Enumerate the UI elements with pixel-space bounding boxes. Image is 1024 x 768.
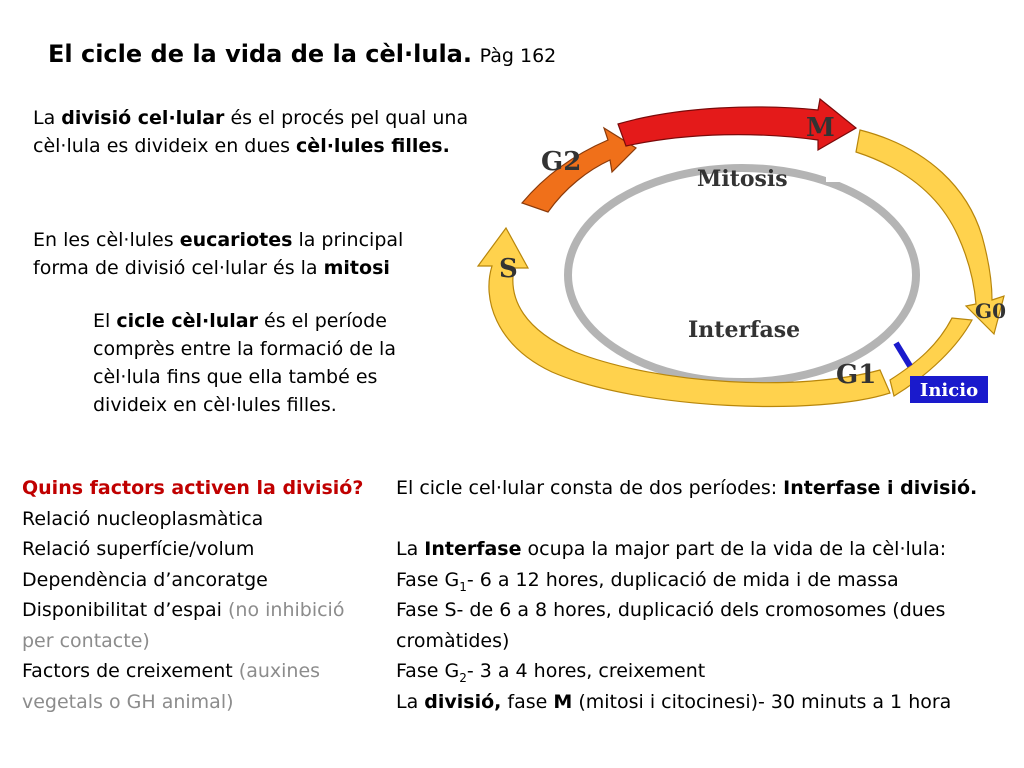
- eukaryotes-text-run: En les cèl·lules: [33, 229, 180, 251]
- phase-m-arrow: [617, 97, 858, 152]
- title-main: El cicle de la vida de la cèl·lula.: [48, 40, 472, 68]
- phase-s-line: Fase S- de 6 a 8 hores, duplicació dels …: [396, 599, 946, 652]
- cycle-intro-text: El cicle cel·lular consta de dos període…: [396, 477, 784, 499]
- interfase-post: ocupa la major part de la vida de la cèl…: [521, 538, 947, 560]
- eukaryotes-text-run: eucariotes: [179, 229, 293, 251]
- g2-post: - 3 a 4 hores, creixement: [466, 660, 706, 682]
- g1-post: - 6 a 12 hores, duplicació de mida i de …: [466, 568, 899, 591]
- label-inicio: Inicio: [920, 380, 978, 401]
- cycle-intro-bold: Interfase i divisió.: [783, 477, 978, 499]
- factor-item-label: Factors de creixement: [22, 660, 239, 682]
- factor-item-label: Disponibilitat d’espai: [22, 599, 229, 621]
- factor-item: Disponibilitat d’espai (no inhibició per…: [22, 595, 377, 656]
- phase-g1-s-arc: [476, 226, 891, 408]
- label-g2: G2: [541, 147, 581, 177]
- g1-pre: Fase G: [396, 568, 460, 591]
- factor-item-label: Dependència d’ancoratge: [22, 568, 268, 591]
- label-s: S: [499, 254, 518, 284]
- g2-sub: 2: [459, 670, 467, 685]
- factor-item-note: (auxines vegetals o GH animal): [22, 660, 321, 713]
- factors-question: Quins factors activen la divisió?: [22, 477, 364, 499]
- division-text-run: divisió cel·lular: [61, 107, 225, 129]
- label-mitosis: Mitosis: [697, 166, 788, 192]
- factor-item: Relació superfície/volum: [22, 534, 377, 565]
- label-g0: G0: [975, 299, 1006, 323]
- page-title: El cicle de la vida de la cèl·lula. Pàg …: [48, 40, 556, 68]
- inner-ring-gap-top: [826, 166, 862, 182]
- phase-g0-arrow: [855, 129, 1005, 336]
- division-text-run: cèl·lules filles.: [296, 135, 450, 157]
- cell-cycle-diagram: Inicio M G2 S G1 G0 Mitosis Interfase: [476, 97, 1006, 408]
- cycle-description: El cicle cel·lular consta de dos període…: [396, 473, 1016, 717]
- div-mid: fase: [501, 690, 554, 713]
- label-g1: G1: [836, 360, 876, 390]
- division-text-run: és el procés pel qual una cèl·lula es di…: [33, 107, 469, 157]
- phase-g2-line: Fase G2- 3 a 4 hores, creixement: [396, 656, 1016, 687]
- interfase-bold: Interfase: [424, 538, 522, 560]
- inicio-box: [910, 376, 988, 403]
- factor-item-note: (no inhibició per contacte): [22, 599, 345, 652]
- div-m: M: [553, 690, 573, 713]
- division-text-run: La: [33, 107, 62, 129]
- eukaryotes-text-run: la principal forma de divisió cel·lular …: [33, 229, 404, 279]
- intro-paragraph-cell-cycle: El cicle cèl·lular és el període comprès…: [93, 307, 453, 419]
- div-bold: divisió,: [424, 690, 502, 713]
- factor-item: Factors de creixement (auxines vegetals …: [22, 656, 377, 717]
- g1-sub: 1: [459, 579, 467, 594]
- cell-cycle-text-run: cicle cèl·lular: [116, 310, 259, 332]
- intro-paragraph-eukaryotes: En les cèl·lules eucariotes la principal…: [33, 226, 453, 282]
- eukaryotes-text-run: mitosi: [323, 257, 390, 279]
- cycle-intro: El cicle cel·lular consta de dos període…: [396, 473, 1016, 504]
- spacer: [396, 504, 1016, 535]
- phase-g1-line: Fase G1- 6 a 12 hores, duplicació de mid…: [396, 565, 1016, 596]
- title-page: Pàg 162: [479, 45, 557, 67]
- phase-g2-arrow: [520, 126, 637, 213]
- interfase-pre: La: [396, 538, 425, 560]
- div-pre: La: [396, 690, 425, 713]
- label-interfase: Interfase: [688, 317, 800, 343]
- cell-cycle-text-run: és el període comprès entre la formació …: [93, 310, 396, 416]
- cell-cycle-text-run: El: [93, 310, 117, 332]
- restriction-point-marker: [893, 341, 913, 368]
- division-factors-list: Quins factors activen la divisió? Relaci…: [22, 473, 377, 717]
- factor-item: Dependència d’ancoratge: [22, 565, 377, 596]
- intro-paragraph-division: La divisió cel·lular és el procés pel qu…: [33, 104, 473, 160]
- factor-item-label: Relació nucleoplasmàtica: [22, 507, 264, 530]
- factor-item-label: Relació superfície/volum: [22, 538, 255, 560]
- label-m: M: [806, 113, 835, 143]
- g2-pre: Fase G: [396, 660, 460, 682]
- division-line: La divisió, fase M (mitosi i citocinesi)…: [396, 687, 1016, 718]
- factor-item: Relació nucleoplasmàtica: [22, 504, 377, 535]
- div-post: (mitosi i citocinesi)- 30 minuts a 1 hor…: [572, 690, 952, 713]
- interfase-line: La Interfase ocupa la major part de la v…: [396, 534, 1016, 565]
- inner-ring-interfase: [564, 164, 920, 386]
